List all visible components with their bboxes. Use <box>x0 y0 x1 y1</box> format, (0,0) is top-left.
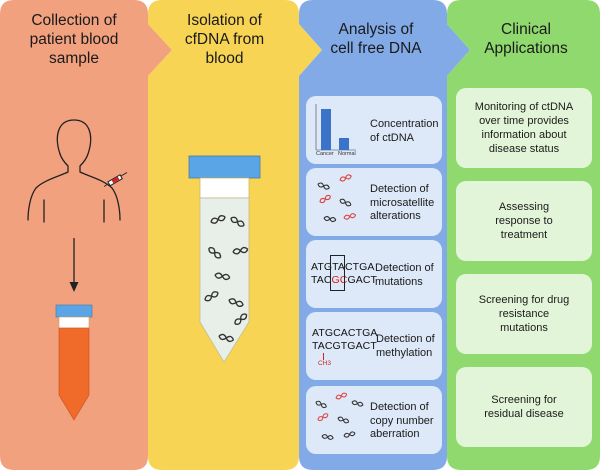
dna-helix-icon <box>204 291 219 302</box>
chart-label-cancer: Cancer <box>316 151 334 157</box>
methyl-tag: CH3 <box>318 360 332 367</box>
isolation-illustration <box>188 155 261 363</box>
clinical-text-monitoring: Monitoring of ctDNA over time provides i… <box>474 101 574 155</box>
dna-helix-icon <box>335 392 348 400</box>
copy-number-dna-icon <box>315 392 364 440</box>
analysis-label-mutations: Detection of mutations <box>375 262 434 288</box>
down-arrow-icon <box>69 238 79 292</box>
dna-helix-icon <box>317 182 330 190</box>
dna-helix-icon <box>214 272 231 281</box>
dna-helix-icon <box>317 413 329 422</box>
dna-helix-icon <box>208 247 222 259</box>
collection-illustration <box>27 119 128 421</box>
dna-helix-icon <box>232 246 249 255</box>
dna-helix-icon <box>351 400 364 407</box>
ctdna-bar-chart <box>315 104 356 151</box>
chart-label-normal: Normal <box>338 151 356 157</box>
clinical-card-monitoring <box>456 88 592 168</box>
dna-helix-icon <box>321 434 334 440</box>
panel-collection <box>0 0 172 470</box>
clinical-text-residual: Screening for residual disease <box>484 394 564 420</box>
clinical-card-response <box>456 181 592 261</box>
analysis-label-microsatellite: Detection of microsatellite alterations <box>370 183 435 222</box>
column-title-clinical: Clinical Applications <box>484 21 568 57</box>
syringe-icon <box>103 172 128 187</box>
column-title-collection: Collection of patient blood sample <box>29 12 119 67</box>
clinical-card-residual <box>456 367 592 447</box>
dna-helix-icon <box>315 400 327 409</box>
dna-helix-icon <box>343 431 356 438</box>
bar-normal <box>339 138 349 150</box>
blood-tube-icon <box>55 304 93 421</box>
dna-helix-icon <box>343 213 357 220</box>
dna-helix-icon <box>339 174 352 182</box>
clinical-text-resistance: Screening for drug resistance mutations <box>478 294 570 334</box>
analysis-label-concentration: Concentration of ctDNA <box>370 118 439 144</box>
clinical-text-response: Assessing response to treatment <box>495 201 553 241</box>
dna-helix-icon <box>323 215 337 223</box>
dna-fragments-icon <box>204 214 249 343</box>
mutation-sequence: ATGTACTGA TACGCGACT <box>311 261 378 286</box>
mutation-highlight-box <box>330 255 345 291</box>
analysis-card-mutations <box>306 240 442 308</box>
microsatellite-dna-icon <box>317 174 357 223</box>
column-title-analysis: Analysis of cell free DNA <box>330 21 422 57</box>
analysis-card-methylation <box>306 312 442 380</box>
dna-helix-icon <box>210 214 226 224</box>
clinical-card-resistance <box>456 274 592 354</box>
methyl-tick <box>323 353 324 360</box>
analysis-card-copy-number <box>306 386 442 454</box>
analysis-card-microsatellite <box>306 168 442 236</box>
dna-helix-icon <box>234 313 248 325</box>
dna-helix-icon <box>218 333 235 343</box>
patient-silhouette-icon <box>27 119 121 223</box>
column-title-isolation: Isolation of cfDNA from blood <box>184 12 265 67</box>
methylation-sequence: ATGCACTGA TACGTGACT <box>312 327 378 352</box>
dna-helix-icon <box>228 298 244 308</box>
dna-helix-icon <box>230 216 245 227</box>
dna-helix-icon <box>319 194 331 204</box>
dna-helix-icon <box>339 198 352 207</box>
bar-cancer <box>321 109 331 150</box>
centrifuge-tube-icon <box>188 155 261 363</box>
dna-helix-icon <box>337 416 350 424</box>
analysis-label-copy-number: Detection of copy number aberration <box>370 401 434 440</box>
analysis-label-methylation: Detection of methylation <box>376 333 435 359</box>
